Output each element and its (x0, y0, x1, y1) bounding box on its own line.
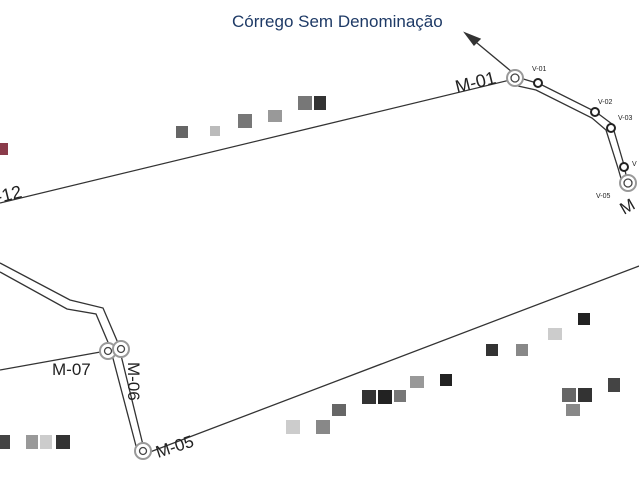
vertex-v02-icon (590, 107, 600, 117)
redacted-text-blocks (0, 96, 620, 449)
marker-label-m05: M-05 (153, 432, 196, 462)
vertex-v01-icon (533, 78, 543, 88)
road-edge-inner (0, 271, 137, 447)
marker-label-m12: M-12 (0, 182, 24, 211)
road-edge-outer (0, 262, 144, 446)
vertex-v03-icon (606, 123, 616, 133)
stream-label: Córrego Sem Denominação (232, 12, 443, 31)
boundary-line-m07 (0, 350, 107, 371)
vertex-label-v03: V-03 (618, 115, 633, 122)
marker-m07-icon (99, 342, 117, 360)
marker-label-m06: M-06 (124, 362, 143, 401)
vertex-label-v02: V-02 (598, 99, 613, 106)
marker-m04-icon (619, 174, 637, 192)
vertex-label-v01: V-01 (532, 66, 547, 73)
marker-label-m07: M-07 (52, 360, 91, 379)
marker-label-m01: M-01 (453, 68, 498, 97)
vertex-label-v05: V-05 (596, 193, 611, 200)
marker-label-m04: M (617, 195, 639, 219)
vertex-label-v04: V (632, 161, 637, 168)
boundary-line-m01-m12 (0, 79, 511, 204)
vertex-v04-icon (619, 162, 629, 172)
road-edge-lower (517, 85, 623, 183)
marker-m05-icon (134, 442, 152, 460)
boundary-line-m05-m04 (149, 265, 639, 453)
marker-m06-icon (112, 340, 130, 358)
stream-arrow-icon (463, 31, 482, 46)
marker-m01-icon (506, 69, 524, 87)
